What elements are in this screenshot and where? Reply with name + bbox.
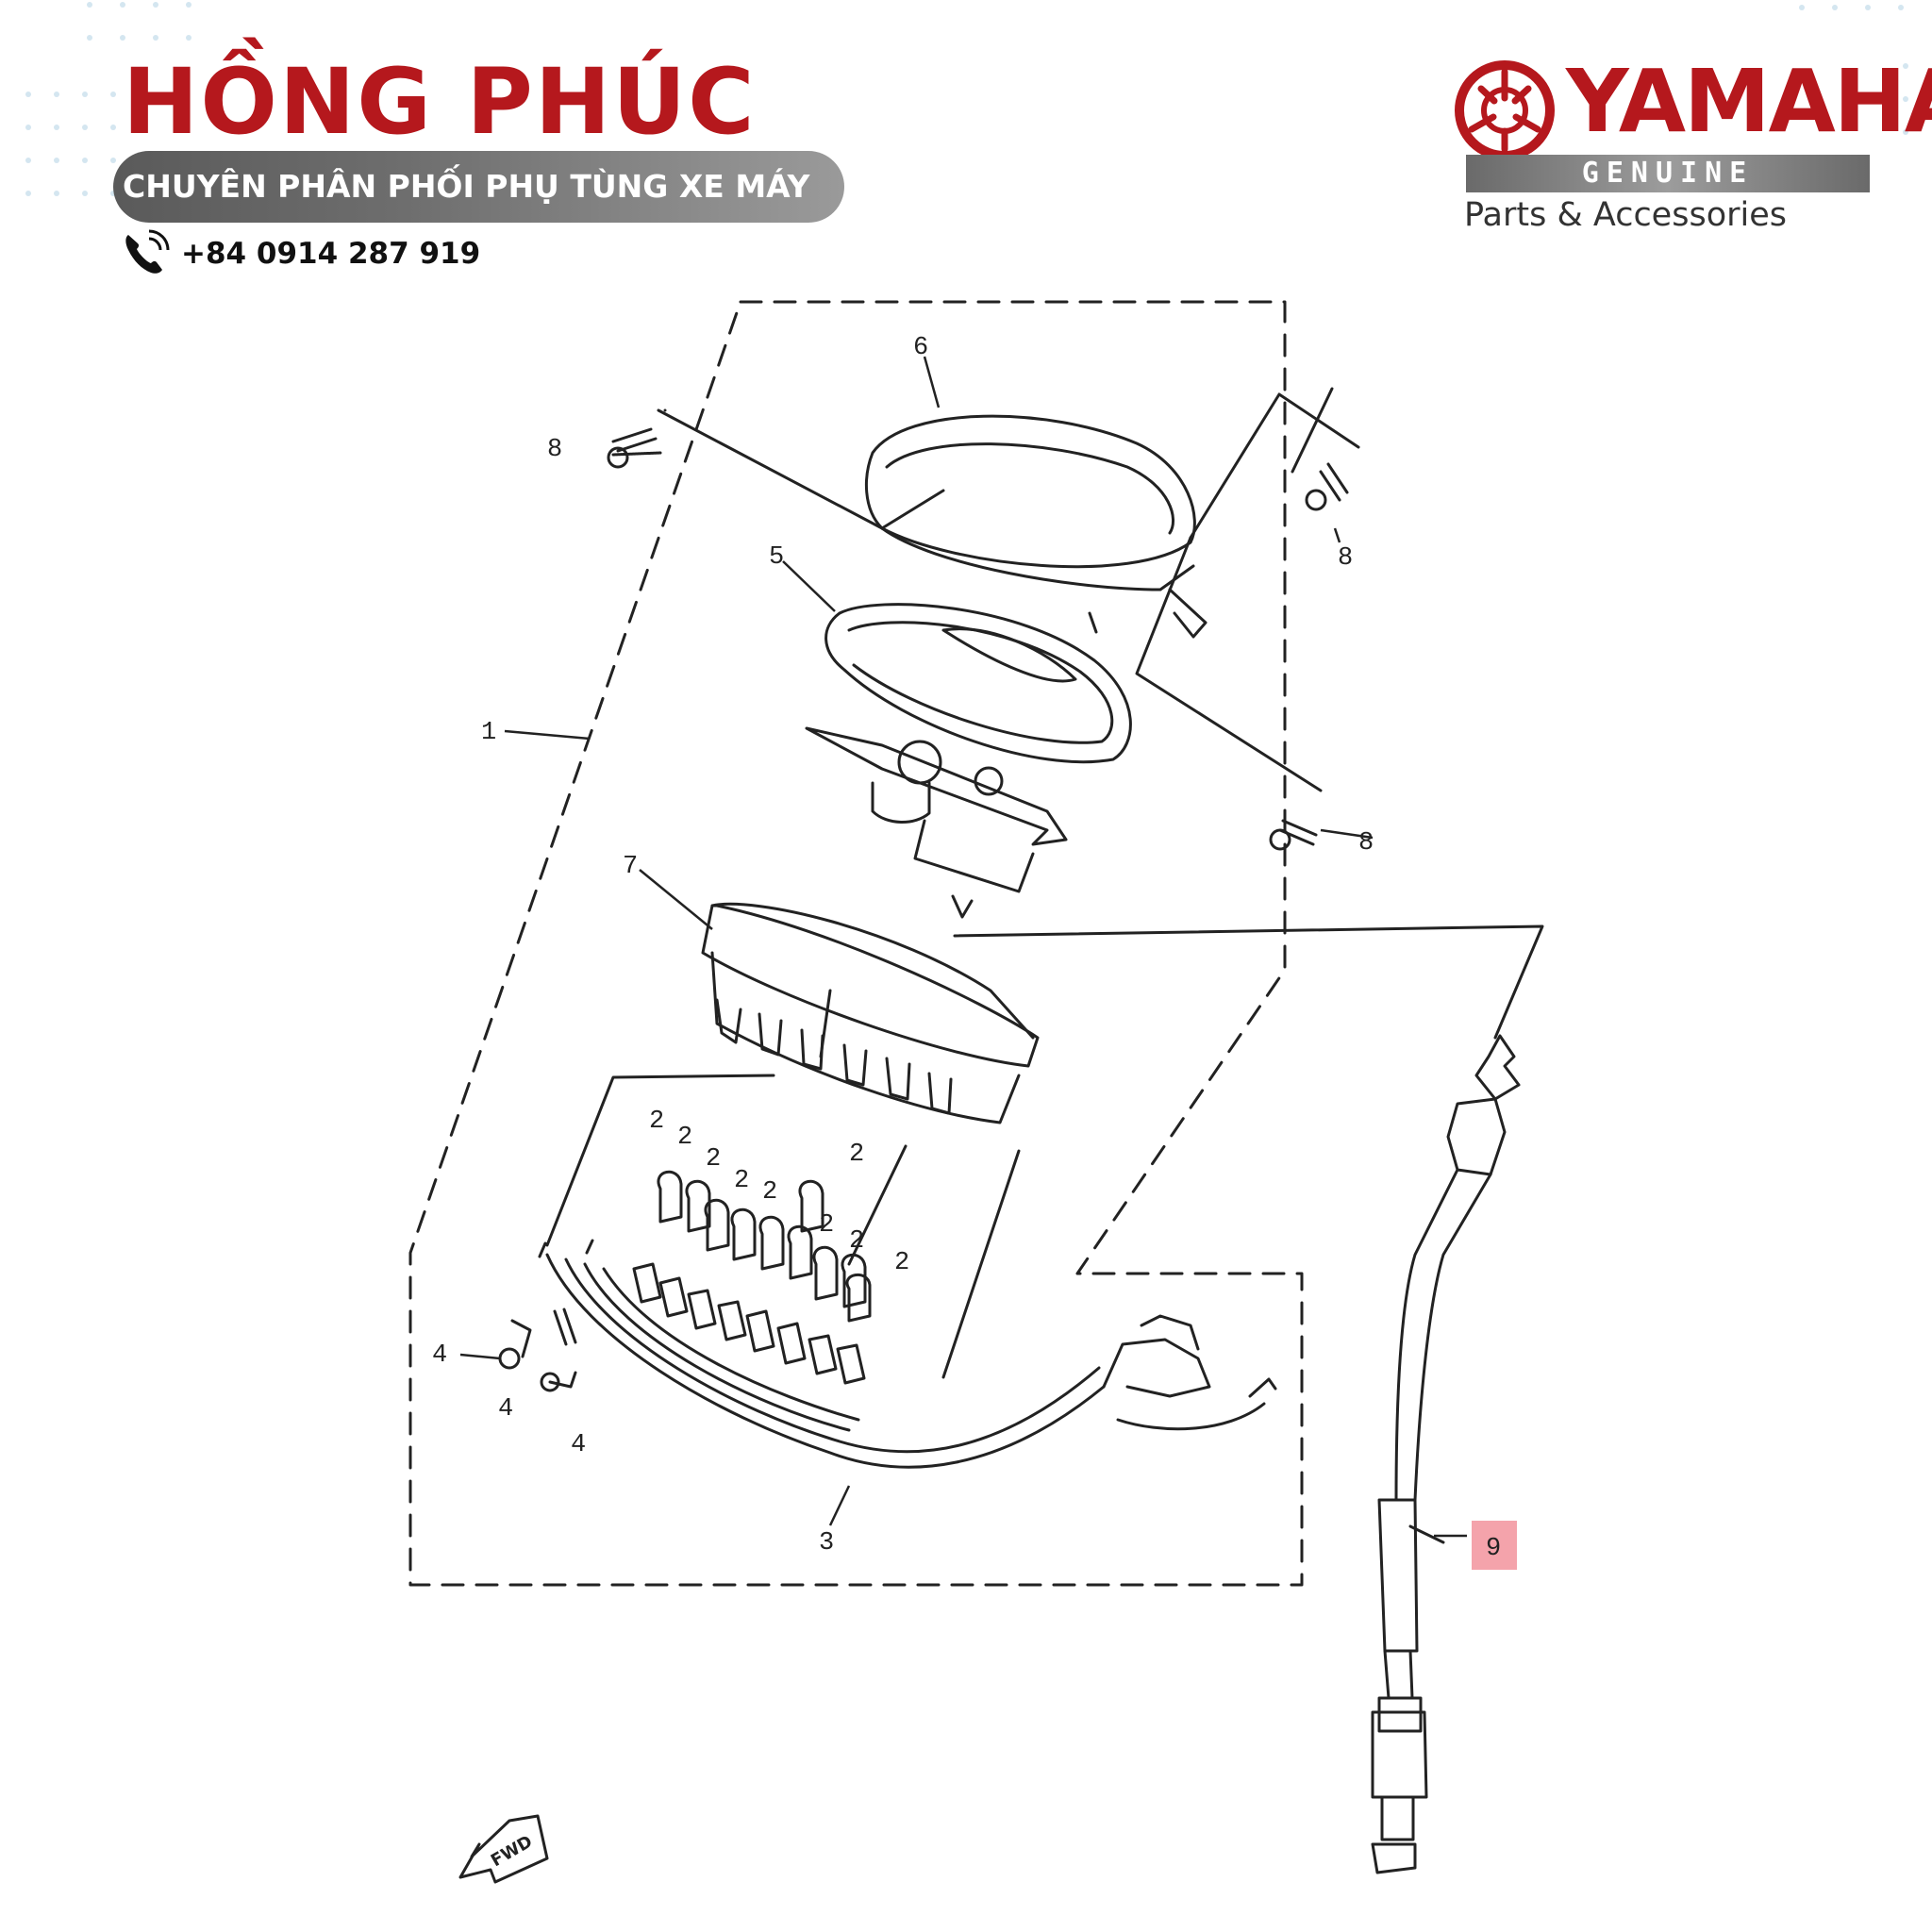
- callout-4b: 4: [498, 1395, 513, 1424]
- meter-body: [701, 902, 1040, 1124]
- callout-8c: 8: [1358, 829, 1374, 858]
- callout-2a: 2: [649, 1108, 664, 1136]
- dot-pattern-right: [1799, 5, 1908, 135]
- phone-number: +84 0914 287 919: [181, 237, 481, 271]
- screw-middle-right: [1269, 819, 1318, 851]
- callout-6: 6: [913, 334, 928, 362]
- callout-1: 1: [481, 719, 496, 747]
- callout-9: 9: [1486, 1535, 1501, 1563]
- yamaha-genuine-logo: YAMAHA GENUINE Parts & Accessories: [1453, 58, 1932, 234]
- callout-7: 7: [623, 853, 638, 881]
- meter-case-top: [864, 414, 1208, 639]
- highlight-part-9: [1472, 1521, 1517, 1570]
- callout-2e: 2: [849, 1141, 864, 1169]
- callout-2c: 2: [706, 1145, 721, 1174]
- callout-2h: 2: [849, 1227, 864, 1256]
- bulb-sockets: [657, 1170, 872, 1323]
- callout-4c: 4: [571, 1431, 586, 1459]
- callout-2g: 2: [819, 1211, 834, 1240]
- callout-2b: 2: [677, 1124, 692, 1152]
- screw-top-right: [1305, 462, 1349, 511]
- wire-harness: [538, 1239, 1277, 1469]
- yamaha-wordmark: YAMAHA: [1566, 51, 1932, 152]
- callout-2i: 2: [894, 1249, 909, 1277]
- callout-8a: 8: [547, 436, 562, 464]
- fwd-arrow: [458, 1814, 549, 1884]
- callout-3: 3: [819, 1529, 834, 1557]
- brand-title: HỒNG PHÚC: [123, 49, 757, 155]
- callout-2d: 2: [734, 1167, 749, 1195]
- callout-2f: 2: [762, 1178, 777, 1207]
- screw-top-left: [607, 427, 658, 469]
- brand-tagline: CHUYÊN PHÂN PHỐI PHỤ TÙNG XE MÁY: [113, 151, 844, 223]
- yamaha-tuning-fork-emblem-icon: [1455, 60, 1555, 160]
- meter-lens: [824, 603, 1132, 764]
- dot-pattern-left: [25, 2, 192, 196]
- speedometer-cable: [1371, 1034, 1521, 1874]
- parts-accessories-text: Parts & Accessories: [1464, 196, 1787, 234]
- callout-8b: 8: [1338, 544, 1353, 573]
- speedometer-mechanism: [805, 726, 1068, 919]
- fwd-label: FWD: [488, 1832, 536, 1872]
- callout-4a: 4: [432, 1341, 447, 1370]
- genuine-bar: GENUINE: [1466, 155, 1870, 192]
- phone-contact[interactable]: +84 0914 287 919: [121, 229, 480, 278]
- assembly-boundary: [408, 300, 1304, 1587]
- callout-5: 5: [769, 543, 784, 572]
- screw-bottom: [498, 1307, 577, 1392]
- phone-ringing-icon: [125, 229, 170, 274]
